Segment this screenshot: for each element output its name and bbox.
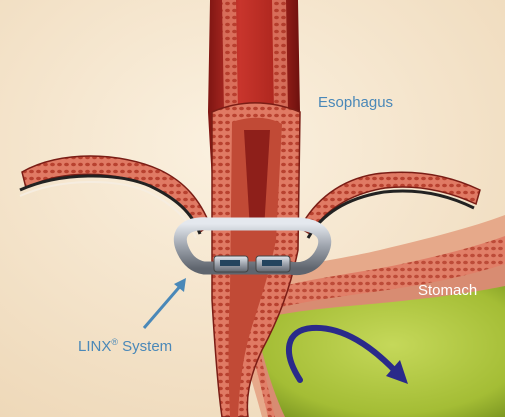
label-linx-name: LINX xyxy=(78,338,111,355)
label-esophagus: Esophagus xyxy=(318,94,393,111)
label-linx-system: LINX® System xyxy=(78,337,172,355)
label-linx-registered: ® xyxy=(111,337,118,347)
label-linx-suffix: System xyxy=(118,338,172,355)
label-stomach: Stomach xyxy=(418,282,477,299)
